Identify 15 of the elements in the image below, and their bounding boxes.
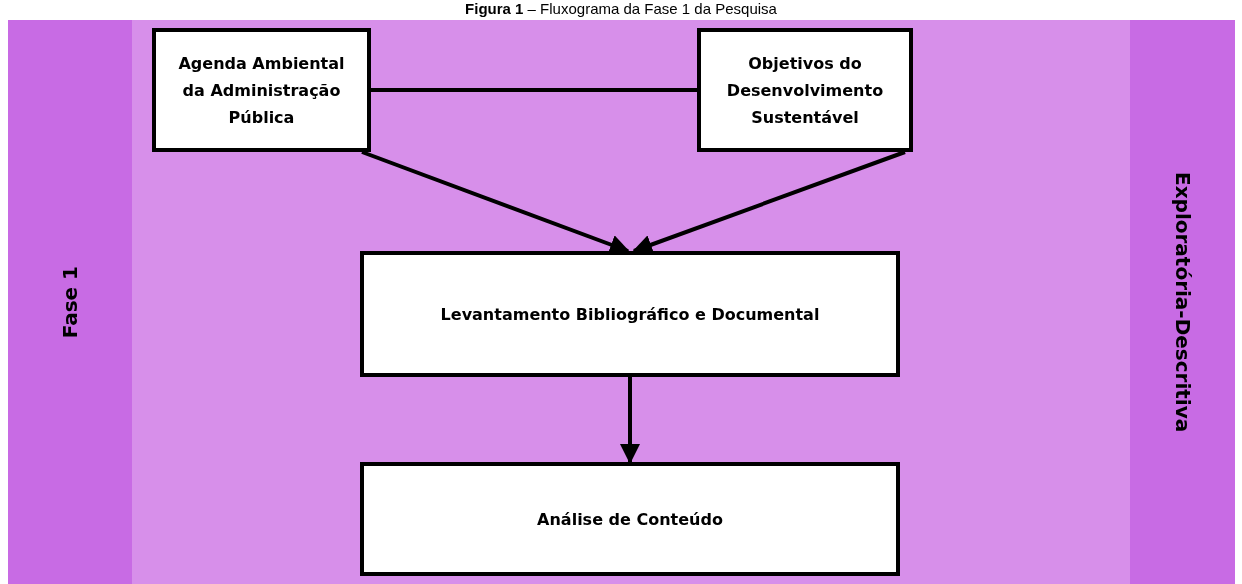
connector-line [371, 88, 697, 92]
box-label: Objetivos do Desenvolvimento Sustentável [725, 52, 885, 129]
figure-title: Figura 1 – Fluxograma da Fase 1 da Pesquisa [464, 0, 778, 18]
side-band [8, 20, 132, 584]
box-label: Análise de Conteúdo [537, 508, 723, 531]
process-box [360, 462, 900, 576]
box-label: Levantamento Bibliográfico e Documental [440, 303, 820, 326]
process-box [360, 251, 900, 377]
box-label: Agenda Ambiental da Administração Pública [177, 52, 346, 129]
band-label: Fase 1 [58, 265, 82, 339]
process-box [697, 28, 913, 152]
arrow [620, 377, 640, 464]
band-label: Exploratória-Descritiva [1170, 171, 1195, 433]
process-box [152, 28, 371, 152]
side-band [1130, 20, 1235, 584]
